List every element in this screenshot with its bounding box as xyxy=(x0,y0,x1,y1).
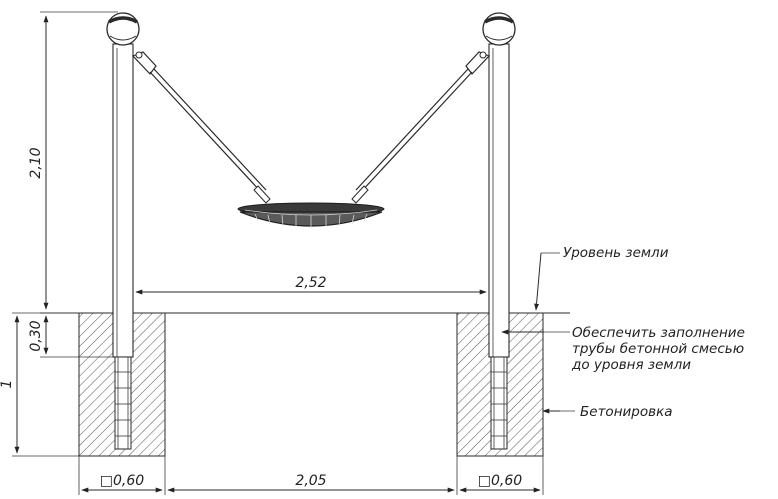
nest-seat xyxy=(237,202,385,228)
dimension-height xyxy=(40,11,118,310)
dim-span-label: 2,52 xyxy=(295,275,326,291)
dim-footing-left-label: □0,60 xyxy=(100,473,144,489)
label-fill-note-2: трубы бетонной смесью xyxy=(572,341,744,357)
post-right xyxy=(488,43,510,450)
rope-left xyxy=(149,68,271,204)
rope-right xyxy=(351,68,473,204)
dim-gap-label: 2,05 xyxy=(295,473,326,489)
dim-top-depth-label: 0,30 xyxy=(28,320,44,351)
post-cap-right xyxy=(482,12,516,46)
dimension-foundation-depth xyxy=(12,312,79,457)
post-left xyxy=(112,43,134,450)
dim-height-label: 2,10 xyxy=(28,147,44,178)
dim-foundation-depth-label: 1 xyxy=(0,380,15,389)
label-ground-level: Уровень земли xyxy=(563,245,669,261)
callout-ground-level xyxy=(534,252,560,311)
dimension-top-depth xyxy=(40,315,113,358)
label-concreting: Бетонировка xyxy=(580,404,673,420)
label-fill-note-1: Обеспечить заполнение xyxy=(572,325,745,341)
post-cap-left xyxy=(106,12,140,46)
dimension-bottom xyxy=(78,456,544,495)
shackle-right xyxy=(465,51,491,75)
dim-footing-right-label: □0,60 xyxy=(478,473,522,489)
label-fill-note-3: до уровня земли xyxy=(571,357,691,373)
shackle-left xyxy=(131,51,157,75)
